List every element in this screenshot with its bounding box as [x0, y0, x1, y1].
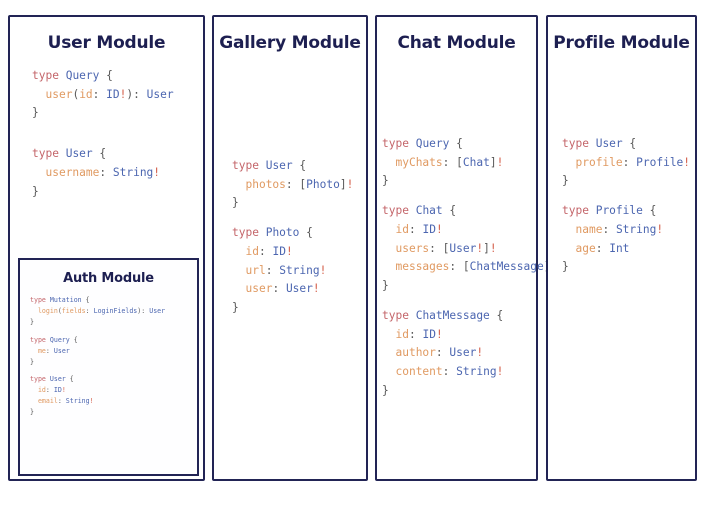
schema-code-profile-module: type User { profile: Profile!}type Profi… — [562, 137, 691, 274]
panel-title-auth-module: Auth Module — [63, 271, 154, 286]
panel-gallery-module[interactable]: Gallery Module type User { photos: [Phot… — [212, 15, 368, 481]
schema-code-user-module: type Query { user(id: ID!): User}type Us… — [32, 69, 174, 198]
panel-profile-module[interactable]: Profile Module type User { profile: Prof… — [546, 15, 697, 481]
panel-chat-module[interactable]: Chat Module type Query { myChats: [Chat]… — [375, 15, 557, 481]
schema-code-chat-module: type Query { myChats: [Chat]!}type Chat … — [382, 137, 557, 397]
panel-title-user-module: User Module — [47, 33, 166, 53]
panel-title-chat-module: Chat Module — [397, 33, 516, 53]
schema-code-gallery-module: type User { photos: [Photo]!}type Photo … — [232, 159, 354, 315]
panel-title-gallery-module: Gallery Module — [219, 33, 361, 53]
schema-code-auth-module: type Mutation { login(fields: LoginField… — [30, 296, 166, 417]
panel-auth-module[interactable]: Auth Module type Mutation { login(fields… — [18, 258, 199, 476]
panel-user-module[interactable]: User Module type Query { user(id: ID!): … — [8, 15, 205, 481]
panel-title-profile-module: Profile Module — [553, 33, 690, 53]
